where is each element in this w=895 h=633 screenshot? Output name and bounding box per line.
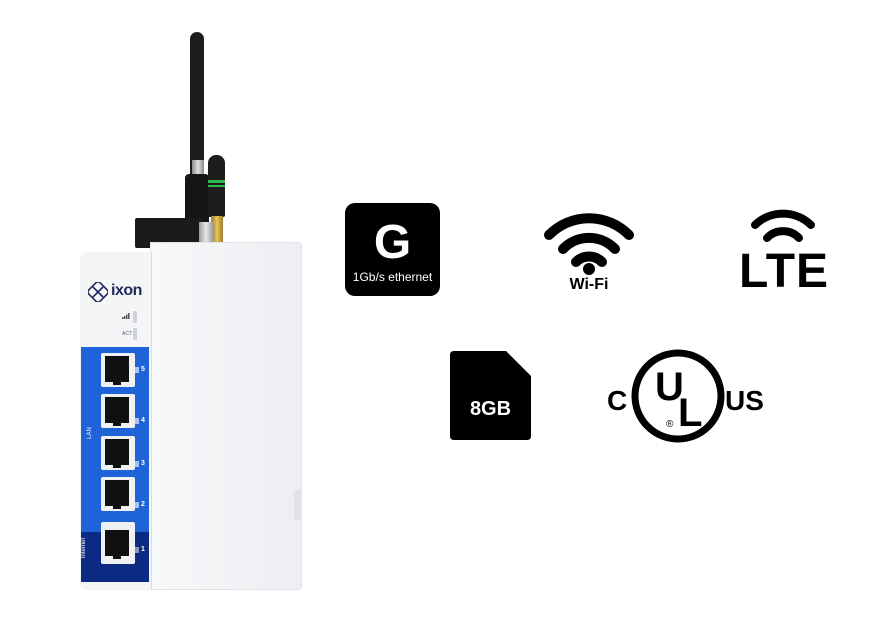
port-number-2: 2 [141, 501, 145, 508]
cul-us-listed-icon: C U L ® US [607, 349, 764, 443]
signal-strength-icon [122, 313, 130, 319]
long-antenna [190, 32, 204, 177]
antenna-green-band [208, 180, 225, 183]
port-led-1 [135, 547, 139, 553]
antenna-connector [199, 222, 213, 246]
sd-card-icon [450, 351, 531, 440]
act-label: ACT [122, 331, 132, 337]
port-number-3: 3 [141, 460, 145, 467]
gigabit-ethernet-icon: G 1Gb/s ethernet [345, 203, 440, 296]
port-led-3 [135, 461, 139, 467]
sma-connector [211, 216, 223, 242]
port-led-5 [135, 367, 139, 373]
cert-c: C [607, 385, 627, 416]
port-number-5: 5 [141, 366, 145, 373]
lte-caption: LTE [738, 245, 830, 298]
ethernet-port-2 [101, 477, 135, 511]
antenna-ferrule [192, 160, 204, 176]
cert-us: US [725, 385, 764, 416]
cert-registered: ® [666, 419, 674, 430]
wifi-icon [544, 213, 634, 275]
wifi-caption: Wi-Fi [569, 276, 609, 293]
antenna-base [185, 174, 209, 224]
ethernet-caption: 1Gb/s ethernet [352, 270, 433, 284]
ethernet-port-3 [101, 436, 135, 470]
port-number-1: 1 [141, 546, 145, 553]
brand-name: ixon [111, 282, 142, 299]
lte-signal-icon [751, 209, 815, 242]
cert-u: U [655, 365, 684, 409]
ethernet-glyph: G [373, 216, 412, 269]
ethernet-port-5 [101, 353, 135, 387]
device-side-panel [150, 242, 302, 590]
ixon-logo-icon [88, 282, 108, 302]
cert-l: L [678, 391, 702, 435]
port-led-4 [135, 418, 139, 424]
act-led [133, 328, 137, 340]
ethernet-port-1 [101, 522, 135, 564]
port-number-4: 4 [141, 417, 145, 424]
ethernet-port-4 [101, 394, 135, 428]
din-rail-clip [294, 490, 302, 520]
lan-label: LAN [86, 427, 93, 439]
storage-caption: 8GB [469, 398, 512, 420]
internet-label: Internet [81, 537, 88, 559]
port-led-2 [135, 502, 139, 508]
antenna-green-band [208, 185, 225, 187]
signal-led [133, 311, 137, 323]
